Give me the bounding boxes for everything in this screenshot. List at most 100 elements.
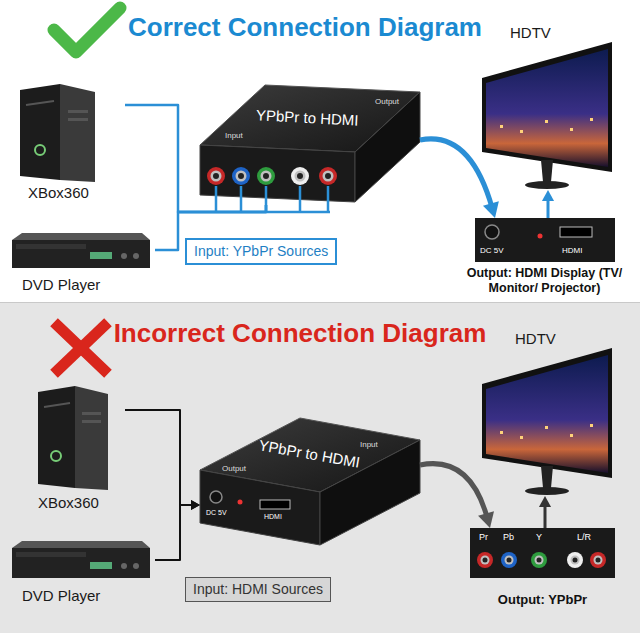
converter-illustration <box>319 167 337 185</box>
converter-illustration <box>261 171 272 182</box>
ypbpr-panel-illustration <box>537 558 542 563</box>
hdtv-display: HDTV <box>478 328 615 496</box>
tv-illustration <box>545 426 548 429</box>
product-name: YPbPr to HDMI <box>257 436 361 472</box>
tv-illustration <box>590 118 593 121</box>
dvd-illustration <box>12 541 150 548</box>
console-illustration <box>44 403 70 407</box>
cross-mark <box>58 326 104 370</box>
console-illustration <box>51 451 61 461</box>
port-label: DC 5V <box>480 246 504 256</box>
device-caption: DVD Player <box>22 276 100 294</box>
device-caption: XBox360 <box>38 494 99 512</box>
hdmi-panel-illustration <box>475 218 615 262</box>
hdmi-panel-illustration <box>538 234 543 239</box>
console-illustration <box>60 84 95 182</box>
ypbpr-panel-illustration <box>470 528 615 578</box>
console-illustration <box>38 386 108 490</box>
hdtv-display: HDTV <box>478 22 615 190</box>
tv-illustration <box>482 42 612 189</box>
tv-illustration <box>520 130 523 133</box>
input-caption: Input: YPbPr Sources <box>194 243 328 260</box>
port-label: Output <box>375 97 399 107</box>
product-name: YPbPr to HDMI <box>256 106 359 129</box>
console-illustration <box>75 386 108 490</box>
console-illustration <box>26 101 54 105</box>
device-caption: XBox360 <box>28 184 89 202</box>
jack-label: Pb <box>503 532 514 543</box>
ypbpr-panel-illustration <box>483 558 488 563</box>
hdmi-panel-illustration <box>485 225 499 239</box>
device-caption: DVD Player <box>22 587 100 605</box>
converter-box: YPbPr to HDMI OutputInput <box>200 78 420 205</box>
dvd-illustration <box>133 563 139 569</box>
converter-illustration <box>323 171 334 182</box>
display-caption: HDTV <box>510 24 551 42</box>
dvd-illustration <box>90 252 112 259</box>
ypbpr-panel-illustration <box>573 558 578 563</box>
port-label: Input <box>225 131 243 141</box>
dvd-illustration <box>90 562 112 569</box>
converter-illustration <box>211 171 222 182</box>
hdmi-panel-illustration <box>560 227 592 237</box>
converter-illustration <box>263 173 269 179</box>
tv-illustration <box>482 348 612 495</box>
tv-illustration <box>500 431 503 434</box>
console-illustration <box>68 110 88 113</box>
dvd-illustration <box>12 548 150 578</box>
dvd-illustration <box>16 244 86 249</box>
tv-illustration <box>500 125 503 128</box>
tv-illustration <box>486 355 608 473</box>
converter-illustration <box>260 500 290 509</box>
arrow-head <box>191 500 200 510</box>
converter-illustration <box>200 85 420 202</box>
dvd-illustration <box>121 253 127 259</box>
ypbpr-panel-illustration <box>531 552 547 568</box>
ypbpr-panel-illustration <box>590 552 606 568</box>
ypbpr-panel-illustration <box>567 552 583 568</box>
converter-illustration <box>207 167 225 185</box>
connector <box>542 190 554 218</box>
tv-illustration <box>520 436 523 439</box>
input-caption: Input: HDMI Sources <box>193 581 323 598</box>
converter-illustration <box>355 92 420 202</box>
converter-illustration <box>295 171 306 182</box>
jack-label: Pr <box>479 532 488 543</box>
converter-illustration <box>238 500 243 505</box>
ypbpr-panel-illustration <box>507 558 512 563</box>
jack-label: L/R <box>577 532 591 543</box>
lower-ground <box>0 302 640 303</box>
jack-label: Y <box>536 532 542 543</box>
connector <box>125 410 200 510</box>
converter-illustration <box>257 167 275 185</box>
connector <box>125 105 266 212</box>
ypbpr-panel-illustration <box>535 556 544 565</box>
console-illustration <box>68 118 88 121</box>
console-illustration <box>35 145 45 155</box>
connector-line <box>544 504 547 528</box>
arrow-head <box>483 201 499 218</box>
tv-illustration <box>486 49 608 167</box>
tv-illustration <box>541 160 553 182</box>
port-label: HDMI <box>562 246 582 256</box>
converter-illustration <box>200 470 320 545</box>
ypbpr-panel-illustration <box>501 552 517 568</box>
console-illustration <box>20 84 95 182</box>
player-device: DVD Player <box>10 538 155 606</box>
converter-illustration <box>291 167 309 185</box>
output-caption: Output: HDMI Display (TV/ Monitor/ Proje… <box>462 266 627 296</box>
console-illustration <box>38 386 75 488</box>
jack-wires <box>178 186 330 212</box>
dvd-illustration <box>12 233 150 240</box>
arrow-head <box>191 500 200 510</box>
input-source-box: Input: HDMI Sources <box>185 577 331 602</box>
converter-illustration <box>325 173 331 179</box>
ypbpr-panel-illustration <box>477 552 493 568</box>
port-label: Output <box>222 464 246 474</box>
output-caption: Output: YPbPr <box>465 592 620 608</box>
connector <box>155 500 200 560</box>
tv-illustration <box>545 120 548 123</box>
tv-illustration <box>482 348 612 478</box>
connector-line <box>125 410 194 505</box>
